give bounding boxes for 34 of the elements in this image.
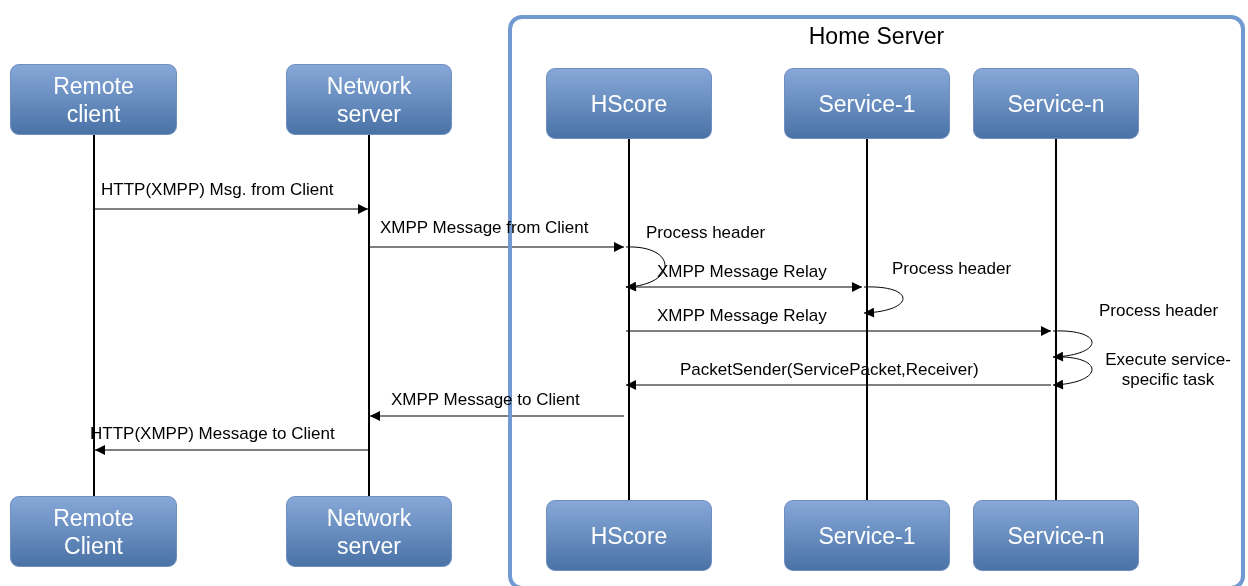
edge-label: XMPP Message Relay bbox=[657, 306, 827, 326]
participant-box: HScore bbox=[546, 500, 712, 571]
participant-box: Service-1 bbox=[784, 500, 950, 571]
edge-label: Process header bbox=[892, 259, 1012, 279]
message-arrow bbox=[369, 411, 625, 421]
lifeline bbox=[628, 139, 630, 500]
participant-box: Remote Client bbox=[10, 496, 177, 567]
participant-box: Service-n bbox=[973, 500, 1139, 571]
lifeline bbox=[93, 135, 95, 496]
participant-box: Service-1 bbox=[784, 68, 950, 139]
participant-box: Service-n bbox=[973, 68, 1139, 139]
message-arrow bbox=[369, 242, 625, 252]
self-message-arrow bbox=[1052, 330, 1093, 362]
message-arrow bbox=[94, 445, 369, 455]
group-title: Home Server bbox=[808, 23, 945, 50]
self-message-arrow bbox=[863, 286, 904, 318]
self-message-arrow bbox=[1052, 356, 1093, 390]
participant-box: Network server bbox=[286, 496, 452, 567]
message-arrow bbox=[625, 380, 1052, 390]
edge-label: Execute service-specific task bbox=[1104, 350, 1232, 390]
edge-label: Process header bbox=[1099, 301, 1219, 321]
edge-label: HTTP(XMPP) Msg. from Client bbox=[101, 180, 334, 200]
message-arrow bbox=[94, 204, 369, 214]
lifeline bbox=[368, 135, 370, 496]
edge-label: XMPP Message Relay bbox=[657, 262, 827, 282]
lifeline bbox=[1055, 139, 1057, 500]
edge-label: Process header bbox=[646, 223, 766, 243]
participant-box: Remote client bbox=[10, 64, 177, 135]
message-arrow bbox=[625, 326, 1052, 336]
participant-box: Network server bbox=[286, 64, 452, 135]
participant-box: HScore bbox=[546, 68, 712, 139]
lifeline bbox=[866, 139, 868, 500]
self-message-arrow bbox=[625, 246, 666, 291]
message-arrow bbox=[625, 282, 863, 292]
